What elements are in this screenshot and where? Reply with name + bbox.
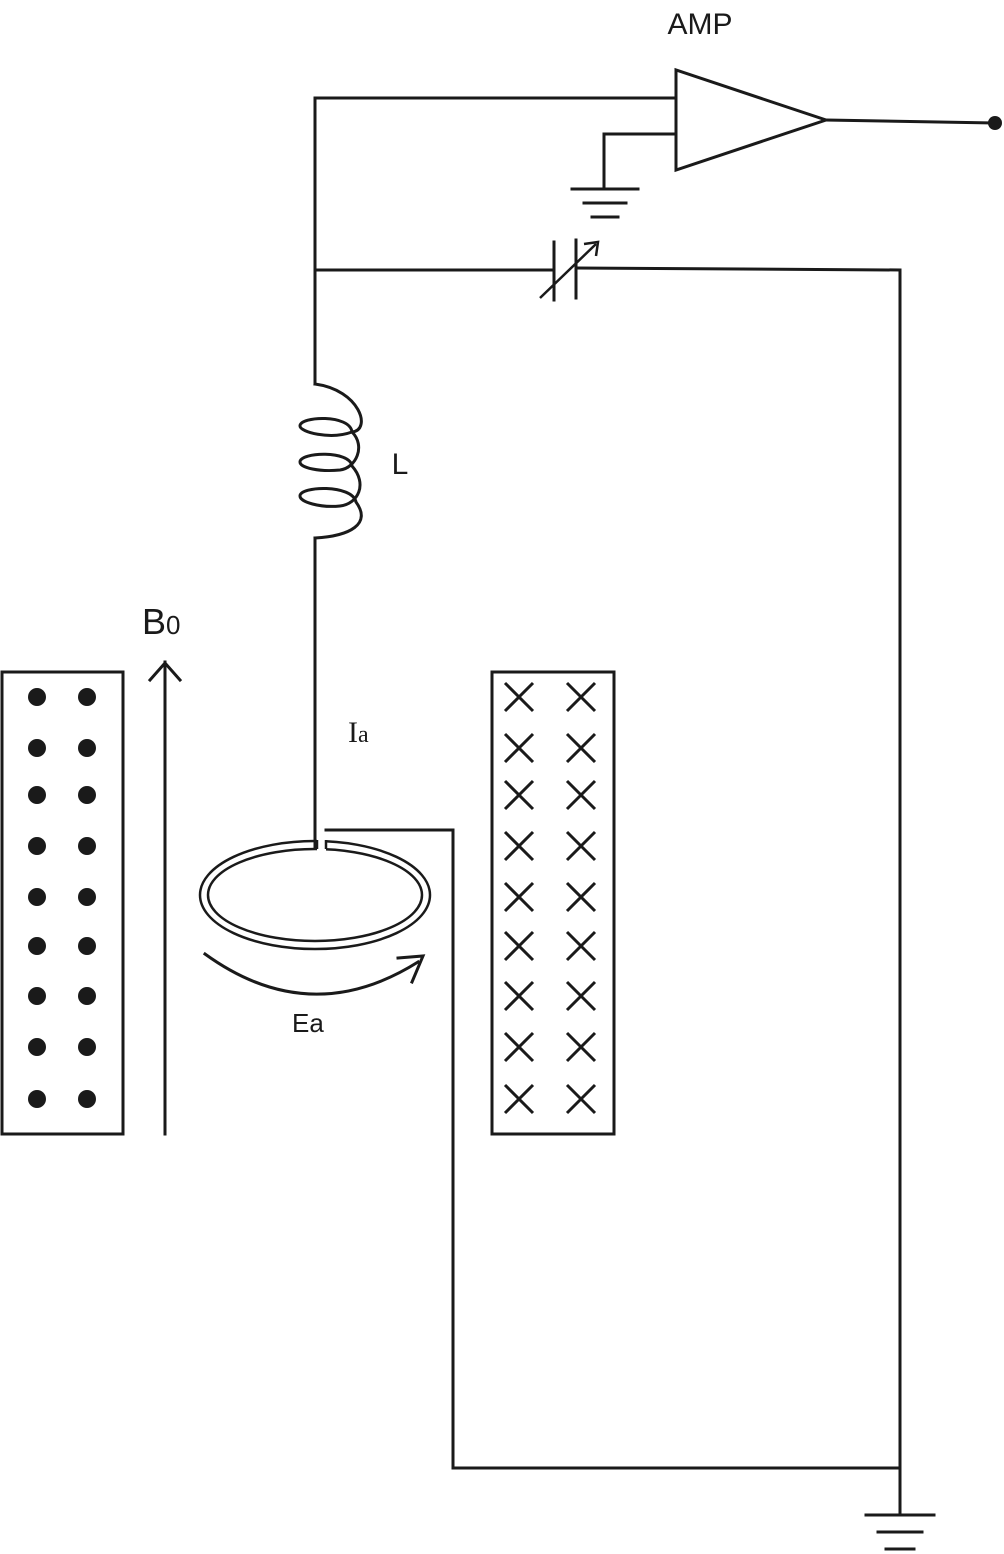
emf-label: Ea [292,1008,324,1038]
field-in-cross [565,732,597,764]
field-in-cross [503,830,535,862]
field-out-dot [28,837,46,855]
field-in-cross [503,1031,535,1063]
field-label-main: B [142,601,166,642]
emf-label-main: E [292,1008,309,1038]
field-in-cross [503,681,535,713]
field-out-dot [28,937,46,955]
field-out-dot [78,786,96,804]
field-out-dot [78,1090,96,1108]
magnet-left [0,670,125,1136]
field-out-dot [78,688,96,706]
field-in-cross [503,779,535,811]
field-out-dot [78,888,96,906]
field-out-dot [78,739,96,757]
emf-label-sub: a [309,1008,324,1038]
amplifier: AMP [667,8,831,173]
amp-ground-wire [602,132,678,190]
output-wire [824,118,995,125]
field-label: B0 [142,601,180,642]
field-out-dot [28,1038,46,1056]
field-out-dot [28,786,46,804]
field-in-cross [503,732,535,764]
inductor-coil: L [298,382,409,540]
variable-capacitor [539,238,600,302]
pickup-loop [198,836,432,951]
field-in-cross [565,930,597,962]
output-terminal [988,116,1002,130]
field-in-cross [565,830,597,862]
field-in-cross [503,930,535,962]
field-out-dot [28,888,46,906]
field-out-dot [78,1038,96,1056]
current-label: Ia [348,716,369,749]
current-label-main: I [348,716,358,749]
field-in-cross [565,1083,597,1115]
loop-return-wire [324,828,902,1470]
field-in-cross [503,1083,535,1115]
magnet-left-symbols [28,688,96,1108]
field-in-cross [565,1031,597,1063]
amplifier-label: AMP [667,8,732,41]
current-label-sub: a [358,722,369,748]
magnet-right-frame [490,670,616,1136]
field-out-dot [28,1090,46,1108]
amplifier-triangle [674,67,831,173]
amp-ground-symbol [570,187,640,219]
ground-symbol [864,1513,936,1551]
inductor-label: L [392,448,409,481]
field-out-dot [78,987,96,1005]
field-out-dot [28,688,46,706]
field-in-cross [565,881,597,913]
magnet-right [490,670,616,1136]
capacitor-wire-right [574,266,902,272]
field-label-sub: 0 [166,610,180,640]
field-arrow [147,660,183,1136]
field-out-dot [78,837,96,855]
field-out-dot [28,987,46,1005]
field-out-dot [78,937,96,955]
emf-arrow [202,951,426,996]
field-in-cross [503,980,535,1012]
field-in-cross [503,881,535,913]
field-in-cross [565,980,597,1012]
magnet-right-symbols [503,681,597,1115]
field-in-cross [565,681,597,713]
magnet-left-frame [0,670,125,1136]
field-out-dot [28,739,46,757]
field-in-cross [565,779,597,811]
